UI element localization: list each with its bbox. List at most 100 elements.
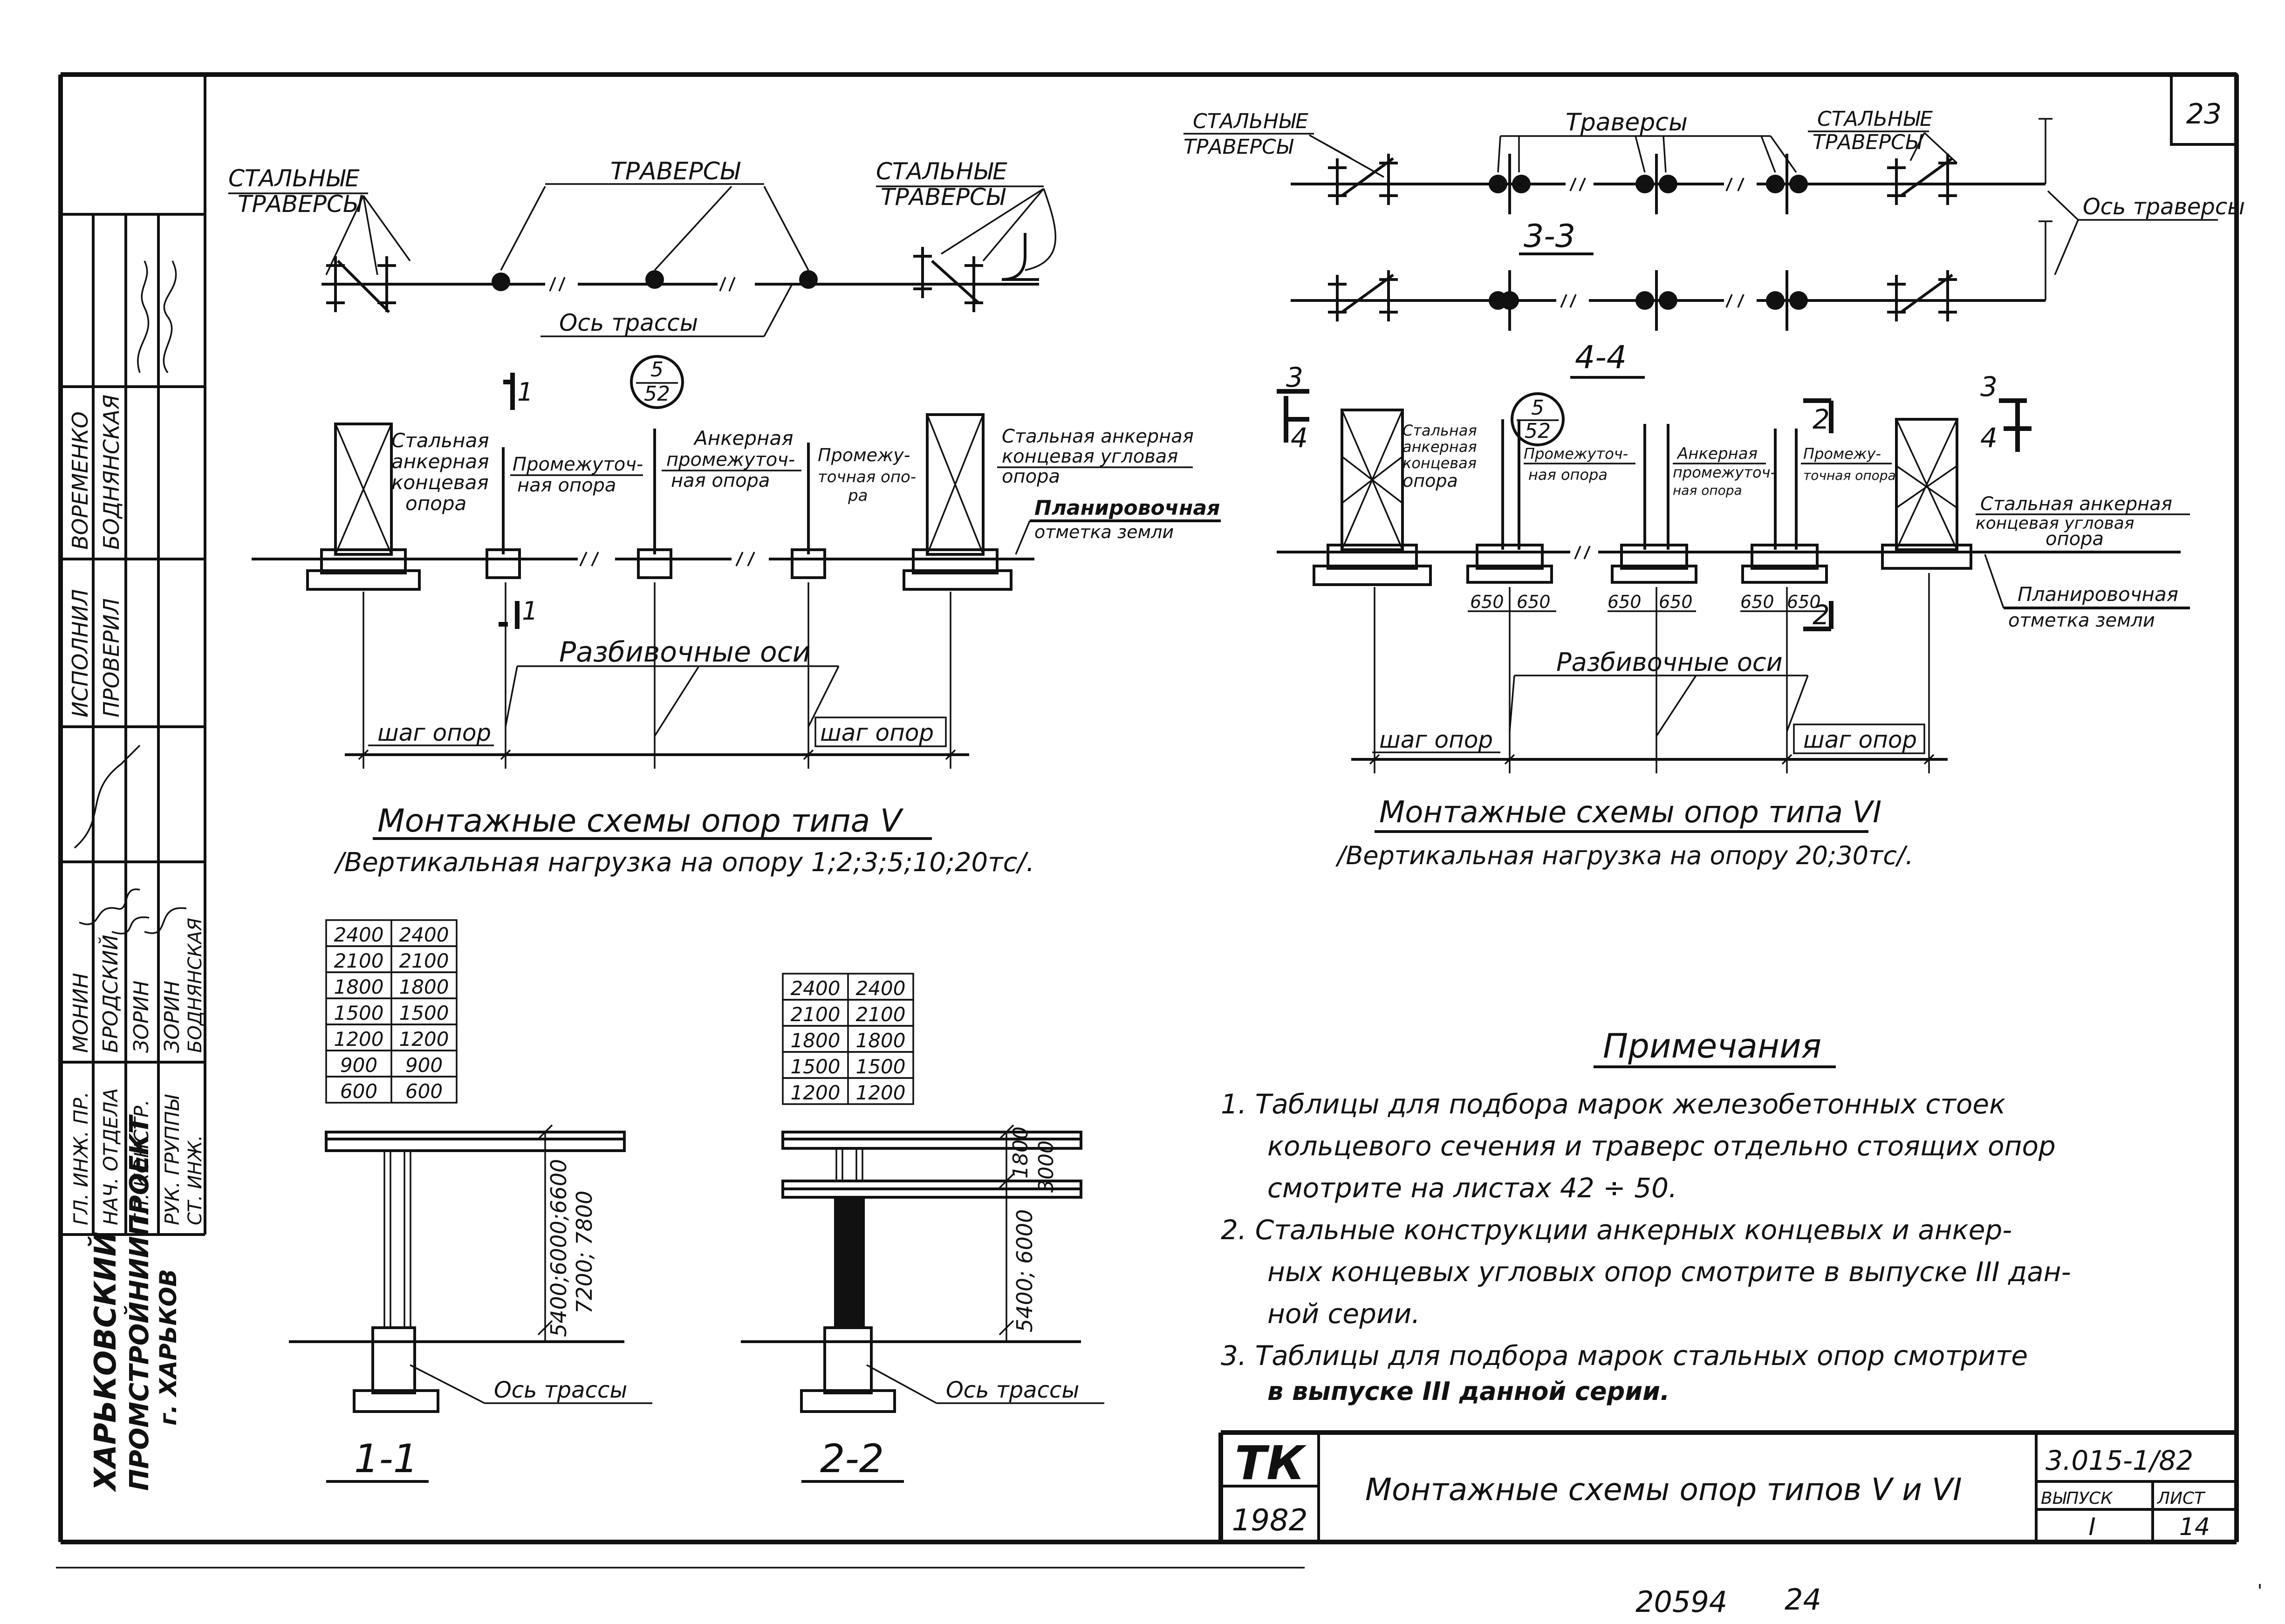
left-ground-l1: Планировочная	[1034, 496, 1220, 520]
anchor-intermediate-support-right	[1611, 424, 1697, 584]
section-1-1-height-l1: 5400;6000;6600	[546, 1159, 571, 1337]
bottom-title-block: ТК 1982 Монтажные схемы опор типов V и V…	[1218, 1430, 2237, 1542]
signature-1	[163, 260, 177, 374]
section-2-2-height-top-1: 1800	[1009, 1126, 1033, 1179]
role-gl-konstr: ГЛ. КОНСТР.	[130, 1099, 153, 1225]
svg-text:Промежу-: Промежу-	[818, 445, 910, 465]
right-elevation: 4-4 3 4 3 4 2 2 5 52	[1277, 339, 2190, 870]
person-zorin-1: ЗОРИН	[130, 981, 153, 1053]
svg-text:650: 650	[1608, 592, 1642, 612]
right-step-label-r: шаг опор	[1803, 726, 1917, 753]
size-table-cell: 1500	[791, 1055, 841, 1078]
svg-text:3: 3	[1980, 371, 1998, 403]
svg-text:4: 4	[1291, 422, 1308, 454]
size-table-cell: 2400	[399, 923, 449, 946]
size-table-cell: 600	[340, 1080, 377, 1103]
left-step-label-r: шаг опор	[820, 719, 934, 746]
size-table-cell: 1500	[334, 1002, 384, 1024]
footer-page: 24	[1785, 1583, 1821, 1617]
svg-text:52: 52	[644, 382, 670, 406]
role-nach-otd: НАЧ. ОТДЕЛА	[99, 1088, 122, 1225]
left-plan-steel-traverse-r2: ТРАВЕРСЫ	[881, 184, 1006, 211]
svg-text:ная опора: ная опора	[1528, 466, 1608, 484]
note-line-4: 2. Стальные конструкции анкерных концевы…	[1221, 1214, 2012, 1246]
role-st-inzh: СТ. ИНЖ.	[185, 1135, 206, 1225]
svg-text:650: 650	[1787, 592, 1821, 612]
section-2-2-title: 2-2	[820, 1436, 884, 1481]
size-table-cell: 1800	[334, 976, 384, 998]
svg-text:точная опо-: точная опо-	[818, 468, 916, 486]
left-axes-label: Разбивочные оси	[559, 636, 811, 669]
intermediate-support-2	[791, 443, 826, 579]
size-table-cell: 2400	[791, 977, 841, 1000]
steel-anchor-angle-support-right	[1881, 418, 1972, 570]
svg-text:опора: опора	[1002, 466, 1060, 487]
org-name-1: ХАРЬКОВСКИЙ	[88, 1232, 123, 1493]
svg-text:анкерная: анкерная	[391, 450, 489, 473]
right-caption: Монтажные схемы опор типа VI	[1379, 795, 1881, 830]
svg-text:концевая: концевая	[1402, 454, 1477, 472]
role-gl-inzh: ГЛ. ИНЖ. ПР.	[69, 1092, 92, 1225]
steel-anchor-end-support-right	[1313, 409, 1432, 586]
size-table-cell: 1200	[334, 1028, 384, 1051]
section-1-1-title: 1-1	[354, 1436, 418, 1481]
note-line-8: в выпуске III данной серии.	[1267, 1377, 1670, 1406]
signature-2	[137, 260, 150, 373]
note-line-7: 3. Таблицы для подбора марок стальных оп…	[1221, 1340, 2028, 1372]
drawing-title: Монтажные схемы опор типов V и VI	[1365, 1472, 1962, 1508]
signature-6	[144, 907, 187, 934]
steel-traverse-right-plan	[913, 247, 983, 312]
svg-text:650: 650	[1470, 592, 1504, 612]
right-axes-label: Разбивочные оси	[1556, 648, 1783, 677]
svg-text:2: 2	[1813, 599, 1830, 631]
left-step-label-l: шаг опор	[377, 719, 491, 746]
svg-text:точная опора: точная опора	[1803, 468, 1896, 483]
svg-text:концевая угловая: концевая угловая	[1976, 514, 2134, 533]
right-plan-steel-l2: ТРАВЕРСЫ	[1184, 135, 1294, 159]
svg-text:опора: опора	[1402, 471, 1458, 491]
svg-text:ная опора: ная опора	[671, 470, 770, 491]
svg-text:ра: ра	[848, 486, 868, 505]
svg-text:5: 5	[1531, 396, 1544, 420]
size-table-cell: 1800	[399, 976, 449, 998]
right-plan-traverses: Траверсы	[1566, 109, 1688, 136]
svg-text:5: 5	[650, 358, 664, 382]
size-table-cell: 1500	[856, 1055, 906, 1078]
right-plan-steel-r2: ТРАВЕРСЫ	[1813, 130, 1923, 154]
left-plan-route-axis: Ось трассы	[559, 309, 698, 336]
svg-text:650: 650	[1740, 592, 1774, 612]
size-table-cell: 2400	[856, 977, 906, 1000]
svg-text:промежуточ-: промежуточ-	[1673, 464, 1776, 481]
size-table-cell: 2400	[334, 923, 384, 946]
size-table-cell: 2100	[791, 1003, 841, 1026]
left-plan-traverses: ТРАВЕРСЫ	[610, 157, 741, 185]
size-table-cell: 2100	[856, 1003, 906, 1026]
left-plan-steel-traverse-l1: СТАЛЬНЫЕ	[228, 165, 360, 192]
svg-text:опора: опора	[405, 492, 466, 515]
section-1-1-height-l2: 7200; 7800	[572, 1191, 597, 1314]
size-table-cell: 2100	[334, 949, 384, 972]
svg-text:ная опора: ная опора	[517, 475, 616, 496]
right-ground-l1: Планировочная	[2018, 583, 2178, 606]
right-33-dots	[1489, 154, 1808, 214]
svg-text:ная опора: ная опора	[1673, 483, 1742, 498]
sheet-number: 23	[2186, 98, 2222, 130]
notes: Примечания 1. Таблицы для подбора марок …	[1221, 1026, 2071, 1406]
person-1: ВОРЕМЕНКО	[68, 411, 93, 550]
size-table-cell: 900	[340, 1054, 377, 1077]
sheet-number-box: 23	[2170, 73, 2238, 146]
size-table-cell: 600	[405, 1080, 443, 1103]
left-node-ref: 5 52	[630, 355, 684, 409]
left-elevation: 1 1 5 52 Стальная анкерная концевая опор…	[252, 355, 1221, 878]
section-1-1-axis: Ось трассы	[494, 1377, 627, 1403]
left-ground-l2: отметка земли	[1034, 522, 1174, 542]
left-plan-steel-traverse-r1: СТАЛЬНЫЕ	[876, 158, 1007, 185]
right-dims: 650 650 650 650 650 650	[1468, 592, 1827, 612]
right-plan-traverse-axis: Ось траверсы	[2083, 194, 2245, 220]
year: 1982	[1232, 1503, 1308, 1538]
size-table-cell: 1200	[791, 1081, 841, 1104]
